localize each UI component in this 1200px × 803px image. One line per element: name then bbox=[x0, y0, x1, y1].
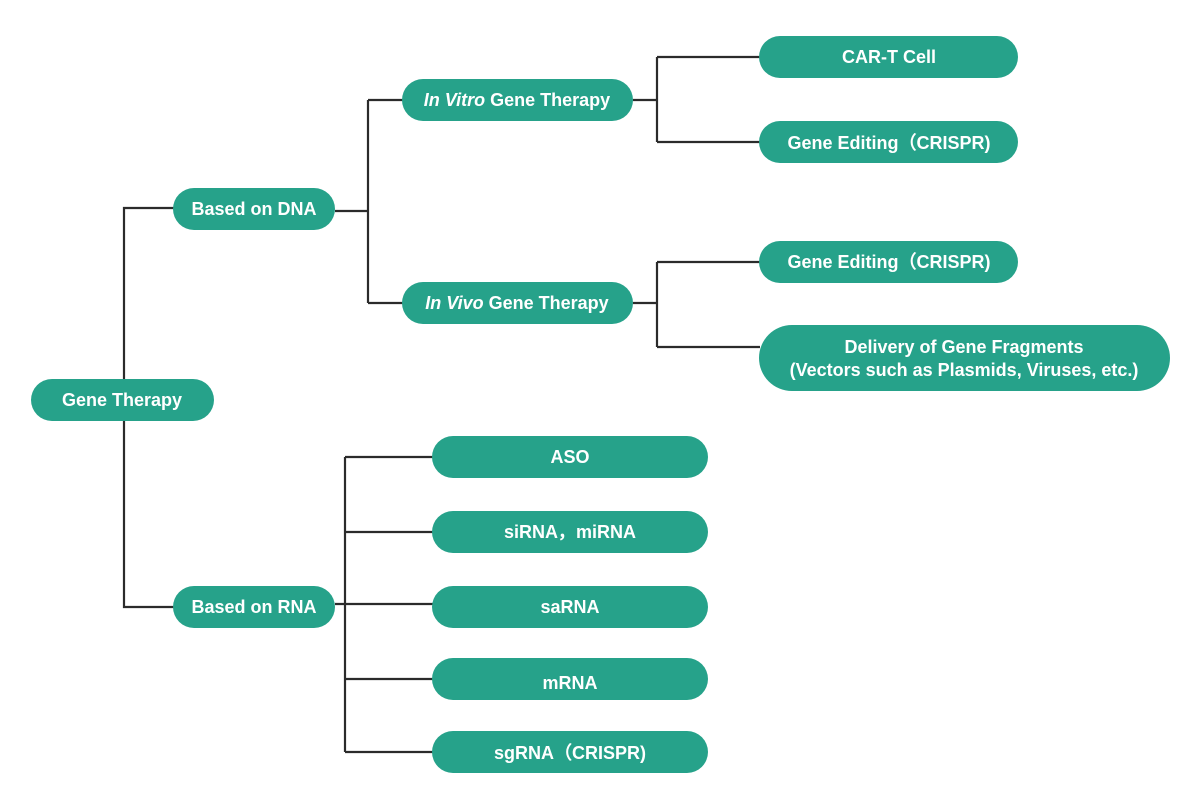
node-based-on-rna-label: Based on RNA bbox=[191, 597, 316, 617]
node-delivery-line1: Delivery of Gene Fragments bbox=[844, 337, 1083, 357]
node-mrna: mRNA bbox=[432, 658, 708, 700]
node-based-on-rna: Based on RNA bbox=[173, 586, 335, 628]
in-vivo-italic-text: In Vivo bbox=[425, 293, 483, 313]
node-based-on-dna: Based on DNA bbox=[173, 188, 335, 230]
node-sirna-mirna-label: siRNA，miRNA bbox=[504, 522, 636, 542]
connector-in-vitro-to-children bbox=[633, 55, 760, 144]
node-aso: ASO bbox=[432, 436, 708, 478]
node-mrna-label: mRNA bbox=[542, 673, 597, 693]
connector-in-vivo-to-children bbox=[633, 260, 760, 349]
node-sirna-mirna: siRNA，miRNA bbox=[432, 511, 708, 553]
node-in-vivo-label: In Vivo Gene Therapy bbox=[425, 293, 608, 313]
node-sgrna: sgRNA（CRISPR) bbox=[432, 731, 708, 773]
node-in-vivo-gene-editing-label: Gene Editing（CRISPR) bbox=[787, 252, 990, 272]
node-gene-therapy-label: Gene Therapy bbox=[62, 390, 182, 410]
in-vivo-rest-text: Gene Therapy bbox=[484, 293, 609, 313]
connector-lines bbox=[122, 55, 760, 754]
connector-dna-to-subtypes bbox=[335, 98, 404, 305]
connector-root-to-dna-rna bbox=[122, 206, 176, 609]
node-sgrna-label: sgRNA（CRISPR) bbox=[494, 743, 646, 763]
node-car-t-cell-label: CAR-T Cell bbox=[842, 47, 936, 67]
node-based-on-dna-label: Based on DNA bbox=[191, 199, 316, 219]
node-car-t-cell: CAR-T Cell bbox=[759, 36, 1018, 78]
node-gene-therapy: Gene Therapy bbox=[31, 379, 214, 421]
node-sarna-label: saRNA bbox=[540, 597, 599, 617]
node-in-vitro-gene-editing: Gene Editing（CRISPR) bbox=[759, 121, 1018, 163]
node-in-vitro-gene-therapy: In Vitro Gene Therapy bbox=[402, 79, 633, 121]
node-in-vivo-gene-therapy: In Vivo Gene Therapy bbox=[402, 282, 633, 324]
node-in-vivo-gene-editing: Gene Editing（CRISPR) bbox=[759, 241, 1018, 283]
node-in-vitro-label: In Vitro Gene Therapy bbox=[424, 90, 610, 110]
node-delivery-line2: (Vectors such as Plasmids, Viruses, etc.… bbox=[790, 360, 1139, 380]
node-in-vitro-gene-editing-label: Gene Editing（CRISPR) bbox=[787, 133, 990, 153]
node-aso-label: ASO bbox=[550, 447, 589, 467]
in-vitro-italic-text: In Vitro bbox=[424, 90, 485, 110]
node-delivery-of-gene-fragments: Delivery of Gene Fragments (Vectors such… bbox=[759, 325, 1170, 391]
node-sarna: saRNA bbox=[432, 586, 708, 628]
connector-rna-to-children bbox=[335, 455, 433, 754]
in-vitro-rest-text: Gene Therapy bbox=[485, 90, 610, 110]
